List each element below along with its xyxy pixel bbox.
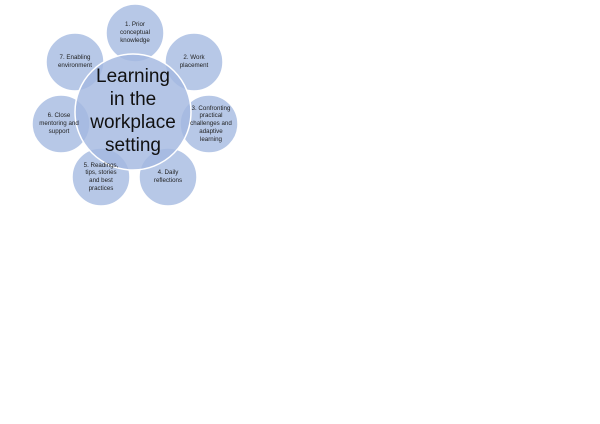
node-label-1: 1. Prior conceptual knowledge — [120, 21, 150, 44]
center-circle — [74, 53, 192, 171]
node-label-4: 4. Daily reflections — [153, 169, 183, 184]
node-label-6: 6. Close mentoring and support — [39, 112, 79, 135]
node-label-5: 5. Readings, tips, stories and best prac… — [83, 161, 119, 192]
node-label-7: 7. Enabling environment — [57, 54, 93, 69]
node-label-3: 3. Confronting practical challenges and … — [190, 104, 232, 143]
node-label-2: 2. Work placement — [179, 54, 209, 69]
center-label: Learning in the workplace setting — [90, 66, 176, 156]
